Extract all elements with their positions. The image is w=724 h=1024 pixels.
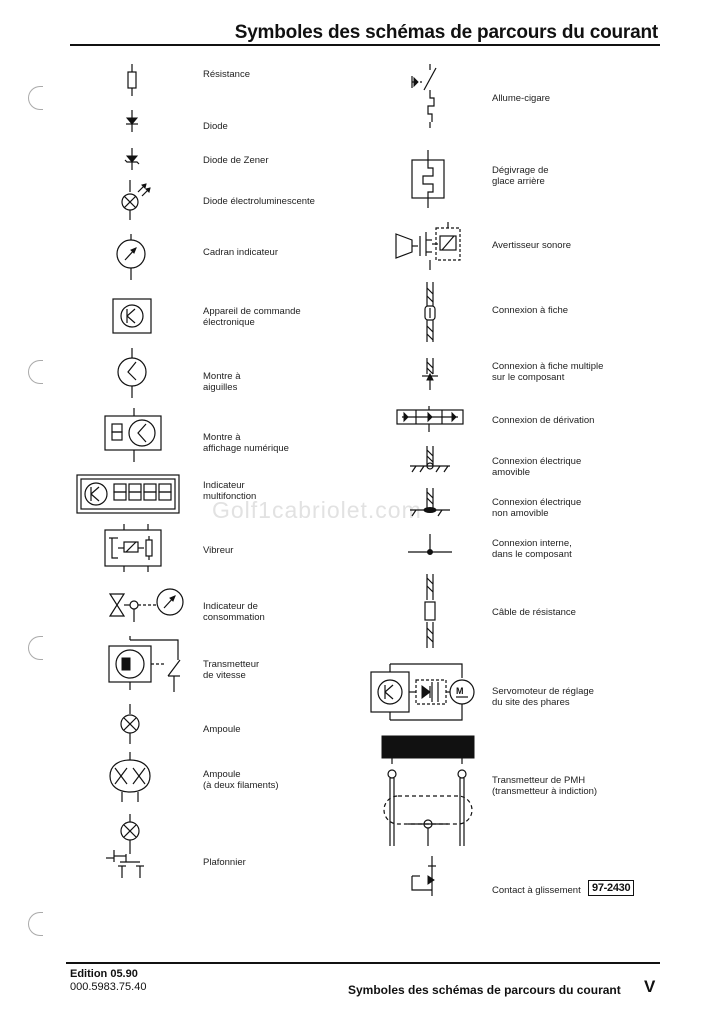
label-dual-filament-bulb: Ampoule (à deux filaments)	[203, 769, 279, 791]
bottom-rule	[66, 962, 660, 964]
label-resistance-cable: Câble de résistance	[492, 607, 576, 618]
consumption-indicator-icon	[108, 588, 184, 622]
label-sliding-contact: Contact à glissement	[492, 885, 581, 896]
page-title: Symboles des schémas de parcours du cour…	[234, 22, 658, 43]
speed-sender-icon	[108, 636, 181, 692]
punch-hole	[28, 636, 43, 660]
top-rule	[70, 44, 660, 46]
diode-icon	[125, 110, 139, 132]
vibrator-icon	[104, 524, 162, 572]
part-number: 000.5983.75.40	[70, 981, 147, 993]
tdc-sender-icon	[381, 735, 475, 846]
resistor-icon	[127, 64, 137, 96]
horn-icon	[395, 222, 461, 270]
label-internal-connection: Connexion interne, dans le composant	[492, 538, 572, 560]
reference-code: 97-2430	[588, 880, 635, 896]
dual-filament-bulb-icon	[109, 752, 151, 802]
punch-hole	[28, 360, 43, 384]
punch-hole	[28, 912, 43, 936]
analog-clock-icon	[117, 348, 147, 398]
footer-edition-block: Edition 05.90 000.5983.75.40	[70, 968, 146, 994]
sliding-contact-icon	[411, 856, 436, 896]
label-digital-clock: Montre à affichage numérique	[203, 432, 289, 454]
label-bulb: Ampoule	[203, 724, 241, 735]
headlight-range-motor-icon: M	[370, 663, 475, 721]
plug-connection-icon	[424, 282, 436, 342]
resistance-cable-icon	[424, 574, 436, 648]
branch-connection-icon	[396, 406, 464, 432]
section-letter: V	[644, 977, 656, 996]
led-icon	[121, 180, 151, 220]
label-branch-connection: Connexion de dérivation	[492, 415, 595, 426]
label-speed-sender: Transmetteur de vitesse	[203, 659, 260, 681]
edition-label: Edition 05.90	[70, 968, 138, 980]
label-removable-connection: Connexion électrique amovible	[492, 456, 582, 478]
label-horn: Avertisseur sonore	[492, 240, 572, 251]
label-cigarette-lighter: Allume-cigare	[492, 93, 551, 104]
label-led: Diode électroluminescente	[203, 196, 315, 207]
bulb-icon	[120, 704, 140, 744]
label-rear-defroster: Dégivrage de glace arrière	[492, 165, 549, 187]
multifunction-indicator-icon	[76, 474, 180, 514]
watermark: Golf1cabriolet.com	[212, 497, 422, 523]
label-fixed-connection: Connexion électrique non amovible	[492, 497, 582, 519]
internal-connection-icon	[408, 534, 452, 555]
gauge-dial-icon	[116, 234, 146, 280]
label-consumption-indicator: Indicateur de consommation	[203, 601, 265, 623]
zener-diode-icon	[124, 148, 140, 170]
digital-clock-icon	[104, 408, 162, 462]
svg-text:M: M	[456, 686, 464, 696]
removable-connection-icon	[410, 446, 450, 473]
label-multi-plug-connection: Connexion à fiche multiple sur le compos…	[492, 361, 604, 383]
label-diode: Diode	[203, 121, 228, 132]
multi-plug-connection-icon	[422, 358, 438, 390]
label-vibrator: Vibreur	[203, 545, 234, 556]
rear-defroster-icon	[411, 150, 445, 208]
electronic-control-unit-icon	[112, 298, 152, 334]
label-headlight-range-motor: Servomoteur de réglage du site des phare…	[492, 686, 594, 708]
label-electronic-control-unit: Appareil de commande électronique	[203, 306, 301, 328]
interior-light-icon	[106, 814, 144, 878]
label-interior-light: Plafonnier	[203, 857, 246, 868]
cigarette-lighter-icon	[411, 64, 437, 128]
punch-hole	[28, 86, 43, 110]
label-plug-connection: Connexion à fiche	[492, 305, 569, 316]
label-tdc-sender: Transmetteur de PMH (transmetteur à indi…	[492, 775, 598, 797]
label-resistance: Résistance	[203, 69, 250, 80]
label-analog-clock: Montre à aiguilles	[203, 371, 241, 393]
label-multifunction-indicator: Indicateur multifonction	[203, 480, 257, 502]
label-gauge-dial: Cadran indicateur	[203, 247, 278, 258]
footer-title: Symboles des schémas de parcours du cour…	[348, 983, 621, 997]
fixed-connection-icon	[410, 488, 450, 517]
label-zener-diode: Diode de Zener	[203, 155, 269, 166]
